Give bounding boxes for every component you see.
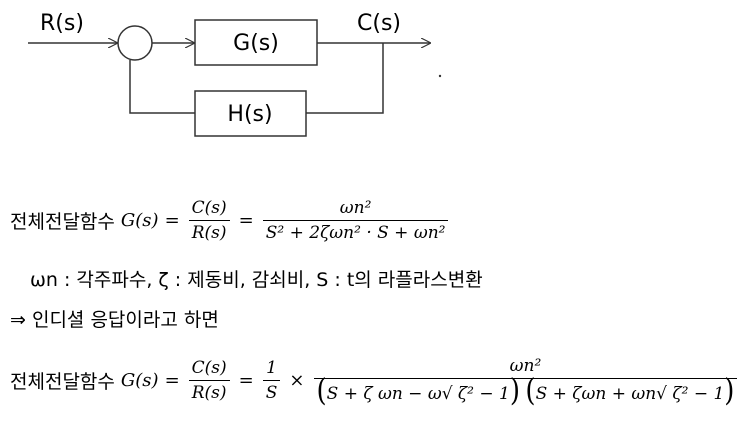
eq2-frac1: C(s) R(s): [188, 356, 230, 405]
eq2-frac2: 1 S: [262, 356, 281, 405]
legend-line: ωn : 각주파수, ζ : 제동비, 감쇠비, S : t의 라플라스변환: [30, 265, 483, 292]
summing-junction: [117, 25, 153, 61]
eq1-frac1-num: C(s): [191, 198, 227, 218]
eq2-frac3-num: ωn²: [509, 356, 542, 376]
eq1-frac2: ωn² S² + 2ζωn² · S + ωn²: [262, 196, 449, 245]
eq2-frac3-den: (S + ζ ωn − ω√ ζ² − 1) (S + ζωn + ωn√ ζ²…: [316, 373, 735, 409]
forward-block-label: G(s): [233, 31, 279, 56]
eq2-lhs: G(s): [120, 369, 159, 391]
eq1-equals: =: [238, 210, 254, 231]
legend-text: ωn : 각주파수, ζ : 제동비, 감쇠비, S : t의 라플라스변환: [30, 269, 483, 291]
eq2-frac3: ωn² (S + ζ ωn − ω√ ζ² − 1) (S + ζωn + ωn…: [313, 354, 738, 409]
eq1-frac1-den: R(s): [191, 223, 227, 243]
eq1-lhs: G(s): [120, 210, 159, 231]
eq2-times: ×: [289, 369, 305, 391]
feedback-block: [194, 90, 307, 137]
eq1-prefix: 전체전달함수: [10, 211, 115, 233]
eq1-frac2-num: ωn²: [339, 198, 372, 218]
input-label: R(s): [40, 11, 84, 36]
transfer-function-eq1: 전체전달함수 G(s) = C(s) R(s) = ωn² S² + 2ζωn²…: [10, 196, 451, 245]
eq2-frac3-den-right: S + ζωn + ωn√ ζ² − 1: [535, 384, 725, 404]
eq1-frac1: C(s) R(s): [188, 196, 230, 245]
transfer-function-eq2: 전체전달함수 G(s) = C(s) R(s) = 1 S × ωn² (S +…: [10, 354, 740, 409]
block-diagram: R(s) G(s) C(s) H(s): [28, 11, 442, 137]
output-label: C(s): [357, 11, 401, 36]
eq2-frac1-den: R(s): [191, 382, 227, 403]
feedback-line-right: [306, 43, 384, 114]
eq2-frac1-num: C(s): [191, 357, 227, 378]
feedback-line-left: [129, 60, 195, 114]
note-line: ⇒ 인디셜 응답이라고 하면: [10, 305, 219, 332]
note-text: ⇒ 인디셜 응답이라고 하면: [10, 309, 219, 331]
eq2-frac2-num: 1: [266, 357, 277, 378]
feedback-block-label: H(s): [227, 102, 272, 127]
eq1-frac2-den: S² + 2ζωn² · S + ωn²: [265, 223, 446, 243]
eq2-frac2-den: S: [265, 382, 278, 403]
eq2-prefix: 전체전달함수: [10, 370, 115, 393]
stray-dot: [438, 74, 442, 78]
eq2-equals: =: [238, 369, 254, 391]
eq2-frac3-den-left: S + ζ ωn − ω√ ζ² − 1: [326, 384, 510, 404]
